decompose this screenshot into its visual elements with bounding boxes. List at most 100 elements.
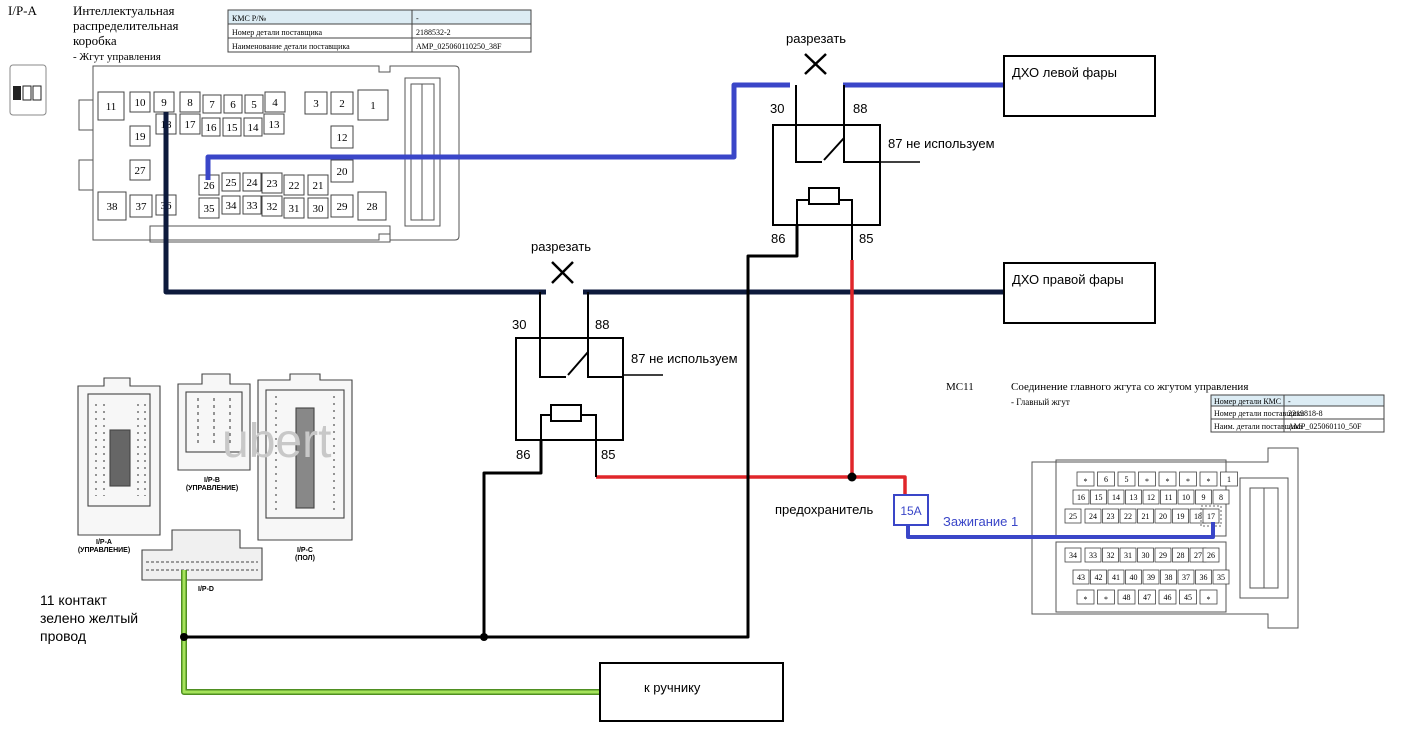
wire-ignition xyxy=(906,522,1215,539)
ipa-pin-cell xyxy=(330,194,354,218)
mc11-pin-label: 9 xyxy=(1202,493,1206,502)
ipa-pin-cell xyxy=(198,197,220,219)
mc11-pin-cell xyxy=(1125,489,1142,505)
mc11-pin-cell xyxy=(1125,569,1142,585)
mc11-pin-cell xyxy=(1119,508,1137,524)
mc11-pin-cell xyxy=(1158,589,1177,605)
ipa-pin-label: 32 xyxy=(267,201,278,213)
ipa-pin-label: 7 xyxy=(209,99,215,111)
ipa-pin-cell xyxy=(129,91,151,113)
ipa-pin-label: 21 xyxy=(313,180,324,192)
mc11-code: MC11 xyxy=(946,381,974,393)
mc11-pin-label: 28 xyxy=(1177,551,1185,560)
mc11-pin-cell xyxy=(1090,569,1107,585)
mc11-pin-cell xyxy=(1220,471,1238,487)
mc11-pin-label: 35 xyxy=(1217,573,1225,582)
relay-bottom-pin-88: 88 xyxy=(595,317,609,332)
mc11-pin-label: 17 xyxy=(1207,512,1215,521)
mc11-pin-cell xyxy=(1212,489,1230,505)
mc11-table-key-2: Наим. детали поставщика xyxy=(1214,422,1303,431)
photo-ipc-label: I/P-C xyxy=(297,547,313,554)
mc11-pin-label: 32 xyxy=(1107,551,1115,560)
wire-left-drl xyxy=(205,82,1004,180)
mc11-pin-cell xyxy=(1076,471,1095,487)
mc11-pin-cell xyxy=(1097,589,1115,605)
ipa-pin-label: 33 xyxy=(247,200,259,212)
mc11-pin-label: 39 xyxy=(1147,573,1155,582)
cut-mark-bottom-icon xyxy=(551,261,574,284)
ipa-pin-cell xyxy=(244,94,264,114)
mc11-pin-label: 34 xyxy=(1069,551,1077,560)
mc11-pin-cell xyxy=(1199,589,1218,605)
mc11-pin-cell xyxy=(1117,589,1136,605)
mc11-table-val-0: - xyxy=(1288,397,1291,406)
ipa-pin-label: 8 xyxy=(187,97,193,109)
mc11-pin-cell xyxy=(1195,569,1212,585)
mc11-pin-cell xyxy=(1084,547,1102,563)
ipa-connector xyxy=(78,65,460,243)
ipa-pin-label: 25 xyxy=(226,177,238,189)
mc11-pin-label: 15 xyxy=(1095,493,1103,502)
ipa-pin-cell xyxy=(243,117,263,137)
mc11-pin-cell xyxy=(1172,547,1189,563)
mc11-pin-label: 45 xyxy=(1184,593,1192,602)
mc11-subtitle: - Главный жгут xyxy=(1011,397,1070,407)
contact-note-2: зелено желтый xyxy=(40,610,138,626)
ipa-pin-label: 35 xyxy=(204,203,216,215)
mc11-pin-label: * xyxy=(1166,477,1170,486)
ipa-pin-cell xyxy=(263,113,285,135)
mc11-pin-label: 25 xyxy=(1069,512,1077,521)
ipa-pin-label: 38 xyxy=(107,201,119,213)
ipa-pin-label: 13 xyxy=(269,119,281,131)
mc11-pin-label: 23 xyxy=(1107,512,1115,521)
ipa-pin-label: 17 xyxy=(185,119,197,131)
mc11-pin-cell xyxy=(1199,471,1218,487)
mc11-pin-cell xyxy=(1090,489,1107,505)
wire-relay-bottom-contacts xyxy=(539,292,589,338)
relay-top-pin-88: 88 xyxy=(853,101,867,116)
mc11-pin-label: 8 xyxy=(1219,493,1223,502)
relay-top-unused: 87 не используем xyxy=(888,136,995,151)
ipa-pin-cell xyxy=(283,197,305,219)
mc11-pin-cell xyxy=(1097,471,1115,487)
ipa-table-key-2: Наименование детали поставщика xyxy=(232,42,350,51)
ipa-pin-label: 12 xyxy=(337,132,348,144)
ipa-pin-label: 24 xyxy=(247,177,259,189)
ipa-pin-label: 14 xyxy=(248,122,260,134)
ground-junction-node xyxy=(480,633,488,641)
ipa-table-key-1: Номер детали поставщика xyxy=(232,28,323,37)
ipa-pin-cell xyxy=(129,159,151,181)
ipa-pin-cell xyxy=(179,91,201,113)
mc11-pin-label: 18 xyxy=(1194,512,1202,521)
mc11-pin-cell xyxy=(1142,489,1160,505)
photo-ipa-label: I/P-A xyxy=(96,539,112,546)
ipa-pin-cell xyxy=(97,191,127,221)
relay-bottom-pin-86: 86 xyxy=(516,447,530,462)
ipa-pin-cell xyxy=(242,172,262,192)
contact-note-3: провод xyxy=(40,628,86,644)
ipa-pin-cell xyxy=(129,194,153,218)
mc11-pin-label: * xyxy=(1084,595,1088,604)
relay-bottom-pin-30: 30 xyxy=(512,317,526,332)
mc11-pin-cell xyxy=(1102,508,1119,524)
ipa-table-key-0: КМС P/№ xyxy=(232,14,266,23)
mc11-pin-cell xyxy=(1137,547,1154,563)
ipa-pin-cell xyxy=(223,94,243,114)
mc11-pin-cell xyxy=(1076,589,1095,605)
junction-node xyxy=(847,472,857,482)
mc11-pin-label: 13 xyxy=(1130,493,1138,502)
mc11-pin-label: 31 xyxy=(1124,551,1132,560)
ipa-pin-label: 3 xyxy=(313,98,319,110)
ipa-pin-cell xyxy=(307,174,329,196)
left-drl-box xyxy=(1003,55,1156,117)
ipa-pin-label: 20 xyxy=(337,166,349,178)
mc11-pin-cell xyxy=(1064,547,1082,563)
ipa-pin-cell xyxy=(221,172,241,192)
mc11-pin-cell xyxy=(1138,471,1156,487)
mc11-pin-label: 1 xyxy=(1227,475,1231,484)
mc11-pin-label: 30 xyxy=(1142,551,1150,560)
mc11-pin-cell xyxy=(1179,589,1197,605)
handbrake-junction-node xyxy=(180,633,188,641)
